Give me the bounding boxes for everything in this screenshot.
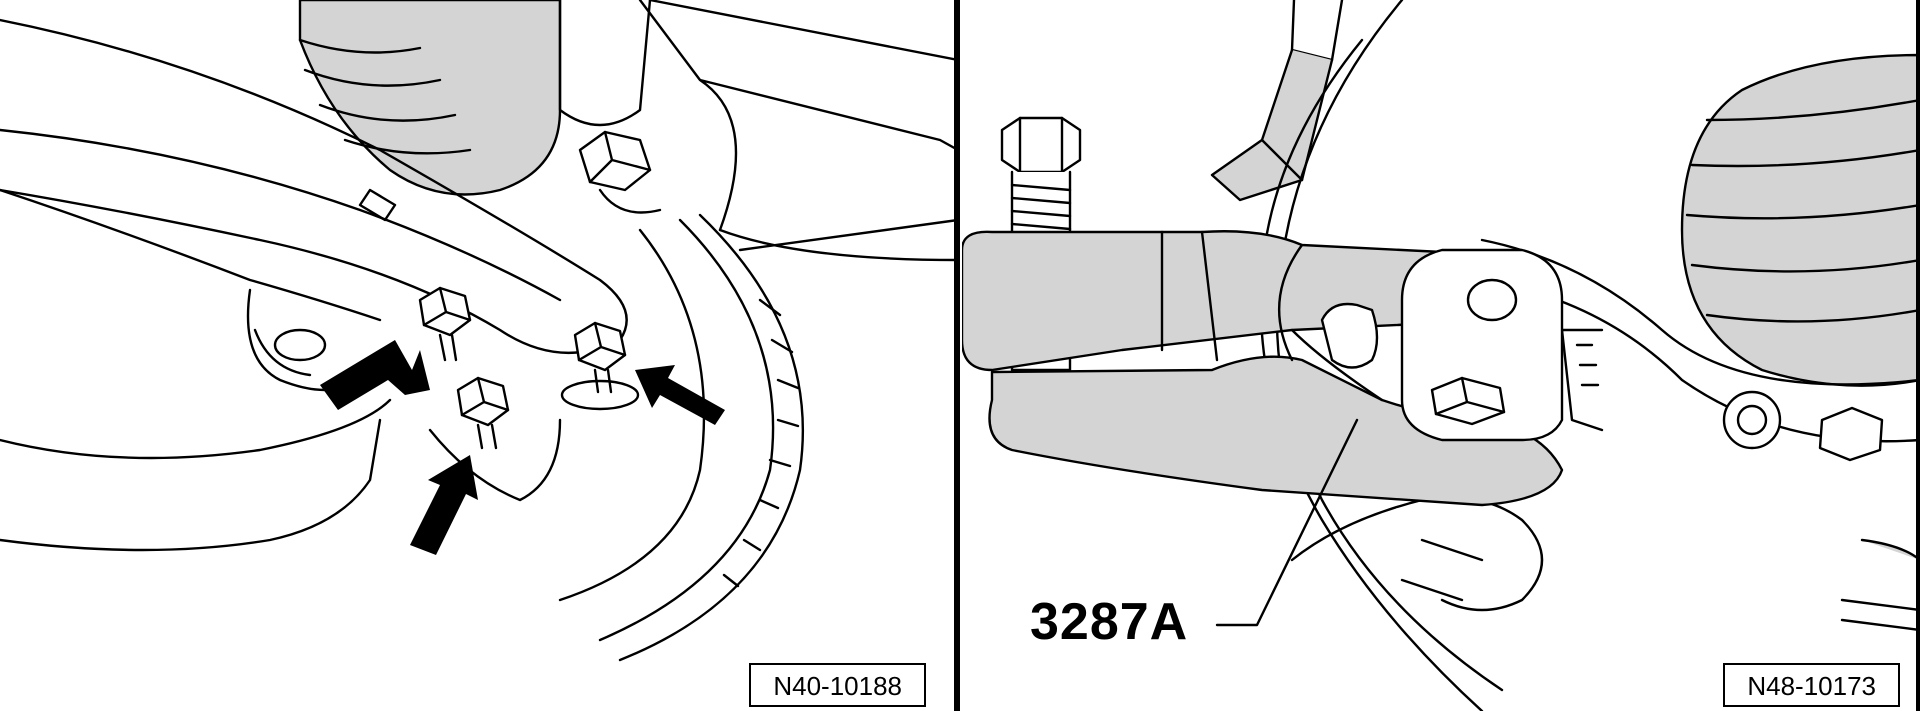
separator-tool-illustration (962, 0, 1920, 711)
panel-control-arm-nuts: N40-10188 (0, 0, 958, 711)
hub-bolt (1722, 390, 1884, 462)
arrow-right-icon (635, 365, 725, 425)
tool-label: 3287A (1030, 593, 1189, 651)
tie-rod-upper (1210, 0, 1344, 202)
panel-ball-joint-separator: 3287A N48-10173 (962, 0, 1920, 711)
panel-divider (954, 0, 960, 711)
tool-label-leader (1215, 418, 1359, 627)
nut-2 (456, 376, 510, 450)
figure-label-right: N48-10173 (1723, 663, 1900, 707)
nut-3 (560, 321, 640, 411)
arrow-bottom-icon (410, 455, 478, 555)
ball-joint-clamp (1320, 248, 1564, 442)
cv-boot-right (1680, 53, 1920, 387)
arrow-left-icon (320, 340, 430, 410)
right-outer-border (1916, 0, 1920, 711)
figure-label-left: N40-10188 (749, 663, 926, 707)
cv-boot-shape (298, 0, 652, 196)
separator-tool-body (962, 230, 1564, 507)
control-arm-illustration (0, 0, 958, 662)
hex-bolt-upper (578, 130, 662, 214)
nut-1 (418, 286, 472, 362)
